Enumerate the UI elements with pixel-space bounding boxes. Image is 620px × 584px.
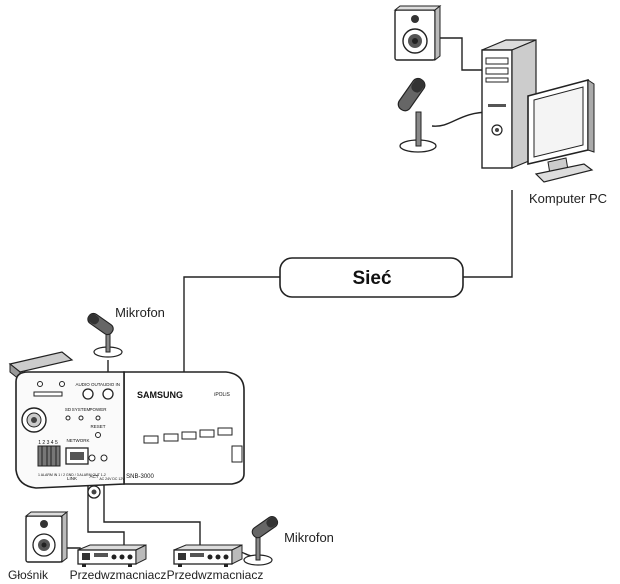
camera-model: SNB-3000 — [126, 474, 154, 480]
pc-mic-cable — [431, 111, 491, 127]
mic-bottom-label: Mikrofon — [284, 530, 334, 545]
camera-logo-right: iPOLiS — [214, 392, 230, 398]
port-reset: RESET — [90, 424, 105, 429]
port-audio-out: AUDIO OUT — [75, 382, 100, 387]
pc-label: Komputer PC — [529, 191, 607, 206]
network-node: Sieć — [279, 257, 464, 298]
camera-mic-group: Mikrofon — [87, 305, 165, 358]
microphone-icon — [243, 516, 279, 566]
port-power: POWER — [89, 407, 107, 412]
power-spec: AC 24V DC 12V — [99, 477, 125, 481]
port-system: SYSTEM — [72, 407, 91, 412]
speaker-icon — [393, 4, 442, 62]
terminal-numbers: 1 2 3 4 5 — [38, 440, 58, 446]
microphone-icon — [87, 312, 123, 358]
amplifier-icon — [77, 544, 147, 567]
alarm-labels: 1 ALARM IN 1 / 2 GND / 3 ALARM OUT 1-2 — [38, 473, 106, 477]
amp-right-label: Przedwzmacniacz — [167, 568, 264, 582]
port-act: ACT — [90, 474, 99, 479]
pc-setup: Komputer PC — [393, 4, 607, 206]
camera-brand: SAMSUNG — [137, 390, 183, 400]
pc-speaker-cable — [436, 37, 488, 71]
speaker-label: Głośnik — [8, 568, 49, 582]
terminal-block — [37, 445, 61, 467]
microphone-icon — [397, 77, 437, 153]
amp-left-label: Przedwzmacniacz — [70, 568, 167, 582]
amplifier-icon — [173, 544, 243, 567]
pc-network-line — [463, 190, 513, 278]
camera-body: AUDIO OUT AUDIO IN SD SYSTEM POWER RESET… — [8, 351, 245, 499]
network-box — [279, 257, 464, 298]
mic-top-label: Mikrofon — [115, 305, 165, 320]
camera-network-line — [183, 276, 280, 372]
audio-in-jack — [102, 388, 114, 400]
audio-out-jack — [82, 388, 94, 400]
port-sd: SD — [65, 407, 72, 412]
bottom-mic-group: Mikrofon — [243, 516, 334, 566]
port-audio-in: AUDIO IN — [100, 382, 120, 387]
port-network: NETWORK — [67, 438, 90, 443]
speaker-icon — [24, 510, 69, 564]
monitor-icon — [527, 78, 595, 183]
network-label: Sieć — [352, 268, 392, 289]
port-link: LINK — [67, 476, 77, 481]
